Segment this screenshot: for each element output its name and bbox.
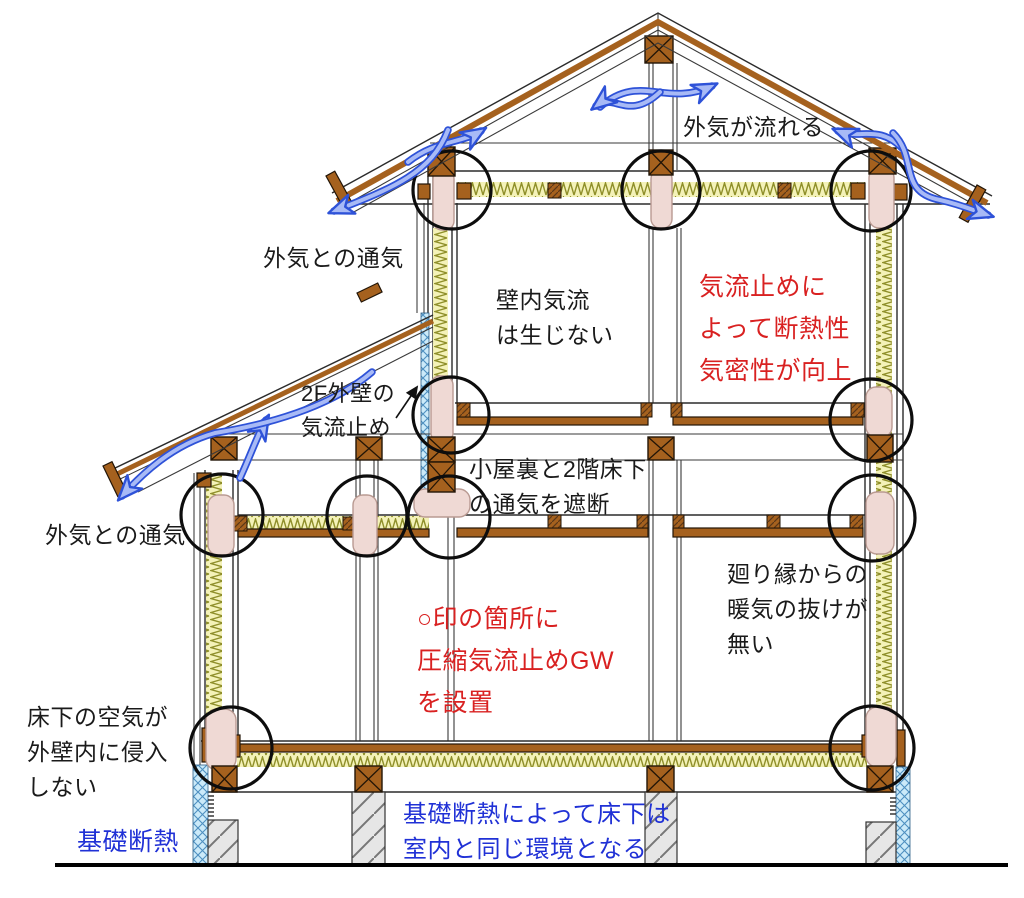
foundation (55, 764, 1008, 867)
ceiling-1f (231, 514, 865, 538)
wall-1f-under-2f-wall (447, 517, 455, 741)
airflow-stoppers (205, 167, 897, 771)
label-foundation-insulation: 基礎断熱 (77, 828, 180, 856)
arrow-eave-left-in (404, 126, 488, 166)
arrow-eave-right-in (831, 127, 906, 152)
label-foundation-note: 基礎断熱によって床下は 室内と同じ環境となる (403, 801, 671, 864)
label-wall-no-airflow: 壁内気流 は生じない (496, 287, 614, 349)
airflow-stop-marker-circles (179, 149, 917, 792)
wall-right (864, 204, 904, 767)
label-vent-outside-upper: 外気との通気 (263, 245, 404, 271)
label-crown-no-heat-leak: 廻り縁からの 暖気の抜けが 無い (727, 561, 868, 658)
floor-1f (201, 727, 906, 767)
label-2f-wall-airflow-stop: 2F外壁の 気流止め (301, 381, 396, 440)
label-outside-air-flows: 外気が流れる (683, 114, 824, 140)
wall-2f-mid-partition (648, 228, 682, 403)
label-compressed-gw-note: ○印の箇所に 圧縮気流止めGW を設置 (417, 605, 615, 717)
wind-arrows (116, 82, 995, 502)
wall-1f-mid-left (355, 460, 379, 741)
arrow-attic-left (590, 85, 664, 111)
label-pointer-arrow (395, 385, 419, 419)
arrow-eave-left-out (327, 126, 452, 215)
label-underfloor-air-blocked: 床下の空気が 外壁内に侵入 しない (27, 704, 168, 801)
label-vent-outside-lower: 外気との通気 (45, 522, 186, 548)
wall-1f-mid-right (648, 460, 682, 741)
arrow-eave-right-out (889, 129, 995, 221)
arrow-pent-out (116, 368, 376, 502)
label-airflow-stop-benefit: 気流止めに よって断熱性 気密性が向上 (699, 273, 853, 385)
label-block-attic-2f-floor: 小屋裏と2階床下 の通気を遮断 (469, 456, 647, 518)
floor-2f (212, 402, 903, 461)
